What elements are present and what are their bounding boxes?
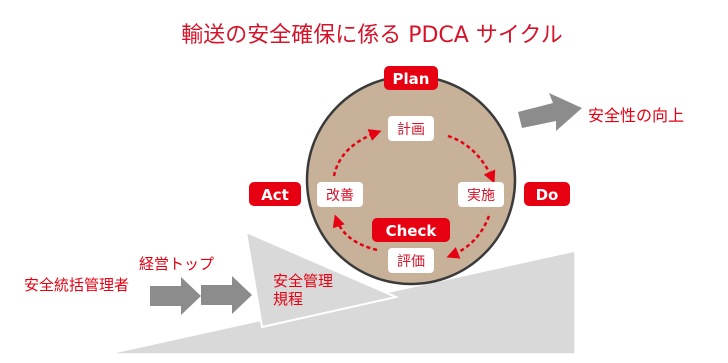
- step-act-box: 改善: [317, 182, 363, 207]
- badge-act: Act: [249, 182, 301, 206]
- arrow-act-to-plan: [332, 129, 382, 177]
- step-plan-label: 計画: [397, 122, 425, 138]
- badge-act-label: Act: [261, 186, 289, 204]
- improvement-arrow-icon: [518, 93, 582, 131]
- arrow-plan-to-do: [447, 134, 496, 184]
- step-do-label: 実施: [467, 188, 495, 204]
- badge-do-label: Do: [536, 186, 559, 204]
- rules-label-line1: 安全管理: [273, 272, 333, 290]
- step-check-box: 評価: [388, 248, 434, 273]
- step-act-label: 改善: [326, 188, 354, 204]
- badge-plan: Plan: [384, 66, 438, 90]
- badge-check: Check: [372, 218, 450, 242]
- safety-manager-label: 安全統括管理者: [24, 276, 129, 294]
- step-plan-box: 計画: [388, 116, 434, 141]
- arrow-do-to-check: [446, 215, 491, 259]
- step-do-box: 実施: [458, 182, 504, 207]
- diagram-title: 輸送の安全確保に係る PDCA サイクル: [181, 23, 563, 48]
- push-arrow-2-icon: [201, 276, 252, 314]
- result-label: 安全性の向上: [588, 106, 684, 125]
- badge-plan-label: Plan: [393, 70, 430, 88]
- top-management-label: 経営トップ: [139, 255, 214, 273]
- rules-label-line2: 規程: [273, 290, 303, 308]
- arrow-check-to-act: [332, 214, 378, 252]
- badge-check-label: Check: [386, 222, 438, 240]
- push-arrow-1-icon: [150, 277, 201, 315]
- rules-wedge: [244, 230, 400, 329]
- step-check-label: 評価: [397, 254, 425, 270]
- badge-do: Do: [524, 182, 570, 206]
